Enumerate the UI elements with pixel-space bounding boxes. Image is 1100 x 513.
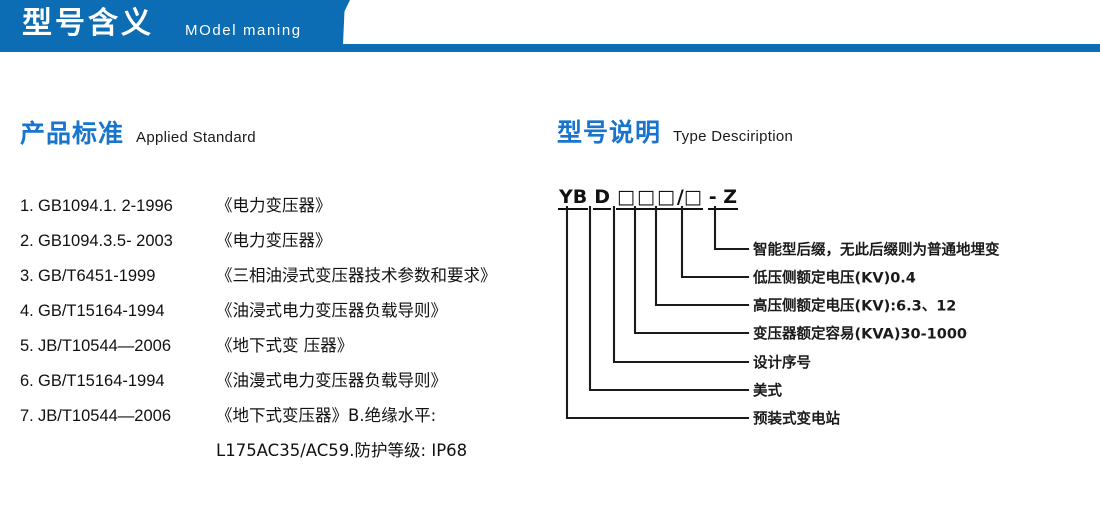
- standards-list: 1. GB1094.1. 2-1996 《电力变压器》 2. GB1094.3.…: [20, 192, 550, 472]
- page-header-banner: 型号含义 MOdel maning: [0, 0, 1100, 52]
- list-item: 2. GB1094.3.5- 2003 《电力变压器》: [20, 227, 550, 262]
- type-description-heading: 型号说明 Type Desciription: [557, 113, 793, 149]
- code-segment-box3: □: [655, 186, 676, 210]
- standard-name: 《地下式变 压器》: [216, 336, 354, 355]
- list-item: 4. GB/T15164-1994 《油浸式电力变压器负载导则》: [20, 297, 550, 332]
- code-segment-z: - Z: [707, 186, 739, 210]
- type-description-heading-en: Type Desciription: [673, 128, 794, 145]
- list-item: 7. JB/T10544—2006 《地下式变压器》B.绝缘水平:: [20, 402, 550, 437]
- standard-index: 3.: [20, 267, 34, 285]
- model-label-rated-capacity: 变压器额定容易(KVA)30-1000: [753, 326, 968, 343]
- code-segment-d: D: [593, 186, 612, 210]
- applied-standard-heading-cn: 产品标准: [20, 119, 125, 148]
- code-segment-box1: □: [616, 186, 636, 210]
- standard-index: 7.: [20, 407, 34, 425]
- model-label-prefab-substation: 预装式变电站: [753, 411, 840, 428]
- leader-lines: [565, 205, 750, 420]
- standard-index: 1.: [20, 197, 34, 215]
- standard-index: 2.: [20, 232, 34, 250]
- standards-continuation-text: L175AC35/AC59.防护等级: IP68: [216, 441, 468, 460]
- standard-index: 4.: [20, 302, 34, 320]
- model-label-american-type: 美式: [753, 383, 782, 400]
- banner-shape: [0, 0, 1100, 52]
- model-label-lv-rated-voltage: 低压侧额定电压(KV)0.4: [753, 270, 916, 287]
- type-description-heading-cn: 型号说明: [557, 118, 662, 147]
- model-label-intelligent-suffix: 智能型后缀，无此后缀则为普通地埋变: [753, 242, 1000, 259]
- standards-continuation-row: L175AC35/AC59.防护等级: IP68: [20, 437, 550, 472]
- standard-index: 5.: [20, 337, 34, 355]
- spacer: [20, 437, 38, 472]
- standard-name: 《三相油浸式变压器技术参数和要求》: [216, 266, 497, 285]
- list-item: 6. GB/T15164-1994 《油漫式电力变压器负载导则》: [20, 367, 550, 402]
- code-segment-box2: □: [635, 186, 656, 210]
- applied-standard-heading: 产品标准 Applied Standard: [20, 114, 256, 150]
- standard-name: 《油漫式电力变压器负载导则》: [216, 371, 447, 390]
- banner-title: 型号含义: [22, 6, 154, 41]
- standard-name: 《电力变压器》: [216, 231, 332, 250]
- standard-code: GB1094.3.5- 2003: [38, 232, 173, 250]
- banner-subtitle: MOdel maning: [185, 22, 302, 39]
- model-label-design-serial: 设计序号: [753, 355, 811, 372]
- applied-standard-heading-en: Applied Standard: [136, 129, 256, 146]
- standard-code: GB1094.1. 2-1996: [38, 197, 173, 215]
- standard-name: 《电力变压器》: [216, 196, 332, 215]
- standard-name: 《地下式变压器》B.绝缘水平:: [216, 406, 437, 425]
- model-label-hv-rated-voltage: 高压侧额定电压(KV):6.3、12: [753, 298, 957, 315]
- spacer: [38, 437, 216, 472]
- standard-code: GB/T15164-1994: [38, 372, 165, 390]
- code-segment-yb: YB: [558, 186, 589, 210]
- standard-code: JB/T10544—2006: [38, 337, 172, 355]
- code-segment-slash-box: /□: [675, 186, 703, 210]
- standard-code: GB/T6451-1999: [38, 267, 156, 285]
- list-item: 5. JB/T10544—2006 《地下式变 压器》: [20, 332, 550, 367]
- standard-code: GB/T15164-1994: [38, 302, 165, 320]
- list-item: 1. GB1094.1. 2-1996 《电力变压器》: [20, 192, 550, 227]
- standard-code: JB/T10544—2006: [38, 407, 172, 425]
- list-item: 3. GB/T6451-1999 《三相油浸式变压器技术参数和要求》: [20, 262, 550, 297]
- standard-name: 《油浸式电力变压器负载导则》: [216, 301, 447, 320]
- standard-index: 6.: [20, 372, 34, 390]
